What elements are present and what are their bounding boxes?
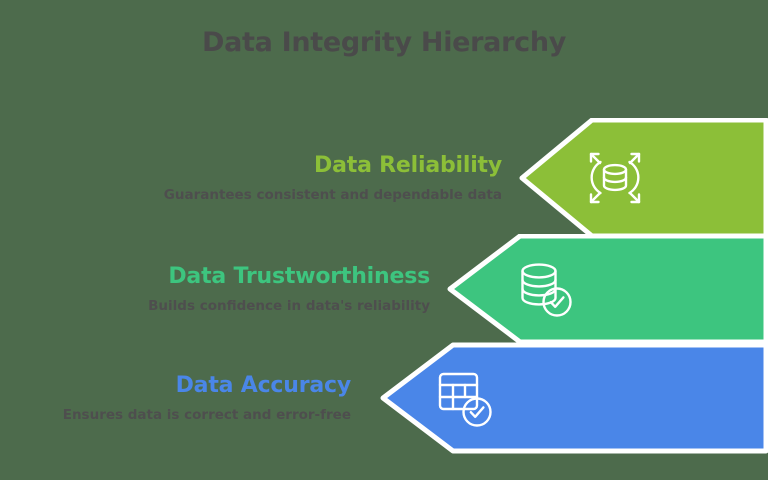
chevron-band-2[interactable]: [0, 234, 768, 344]
level-2-subtext: Builds confidence in data's reliability: [148, 298, 430, 315]
hierarchy-level-2: Data Trustworthiness Builds confidence i…: [0, 234, 768, 344]
table-check-icon: [429, 361, 503, 435]
level-1-heading: Data Reliability: [314, 152, 502, 178]
level-1-labels: Data Reliability Guarantees consistent a…: [0, 118, 514, 238]
database-expand-arrows-icon: [578, 141, 652, 215]
level-3-labels: Data Accuracy Ensures data is correct an…: [0, 342, 363, 454]
level-2-labels: Data Trustworthiness Builds confidence i…: [0, 234, 442, 344]
page-title: Data Integrity Hierarchy: [201, 27, 567, 58]
level-3-heading: Data Accuracy: [175, 372, 352, 398]
database-check-icon: [508, 252, 582, 326]
level-3-subtext: Ensures data is correct and error-free: [62, 407, 351, 424]
level-1-subtext: Guarantees consistent and dependable dat…: [163, 187, 502, 204]
hierarchy-level-3: Data Accuracy Ensures data is correct an…: [0, 342, 768, 454]
level-2-heading: Data Trustworthiness: [168, 263, 430, 289]
hierarchy-level-1: Data Reliability Guarantees consistent a…: [0, 118, 768, 238]
